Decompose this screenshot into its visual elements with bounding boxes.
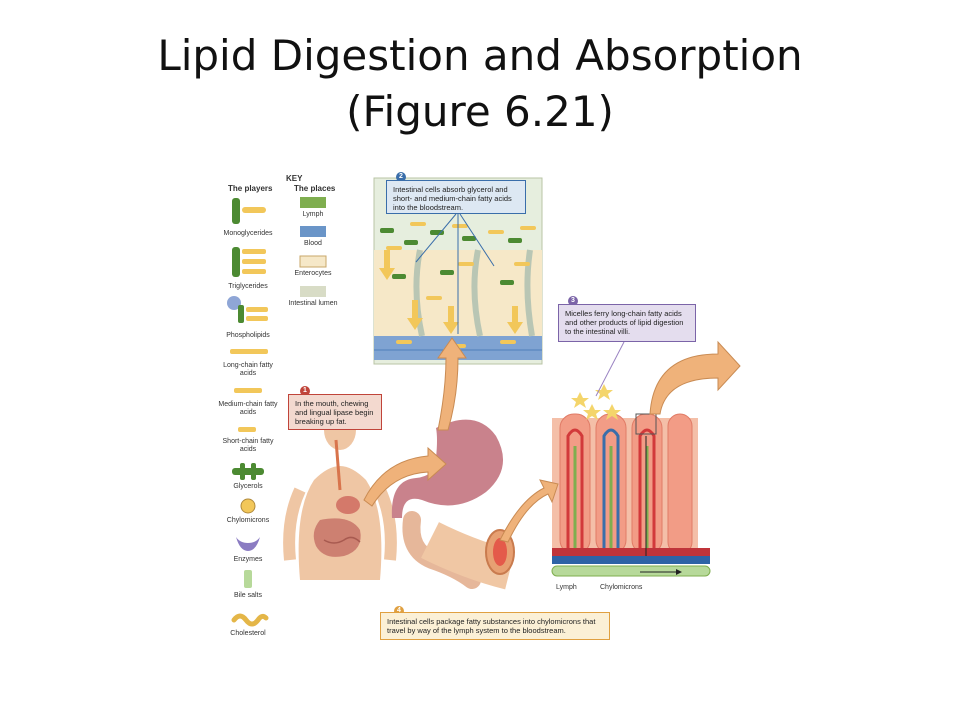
medium-chain-fatty-acid-icon (234, 388, 262, 393)
label-intestinal-lumen: Intestinal lumen (288, 300, 338, 307)
label-lymph: Lymph (302, 211, 324, 218)
step-4-badge: 4 (394, 606, 404, 616)
intestine-cross-section (421, 522, 516, 590)
label-monoglycerides: Monoglycerides (223, 230, 273, 237)
triglyceride-icon (232, 247, 266, 277)
title-line-2: (Figure 6.21) (346, 87, 614, 136)
title-line-1: Lipid Digestion and Absorption (157, 31, 803, 80)
label-bile-salts: Bile salts (233, 592, 262, 599)
label-cholesterol: Cholesterol (230, 630, 266, 637)
blood-swatch (300, 226, 326, 237)
places-header: The places (294, 184, 336, 193)
label-enterocytes: Enterocytes (294, 270, 332, 277)
label-enzymes: Enzymes (233, 556, 263, 563)
step-4-callout: Intestinal cells package fatty substance… (380, 612, 610, 640)
key-icons (227, 197, 327, 627)
label-phospholipids: Phospholipids (226, 332, 270, 339)
intestinal-villi-illustration (551, 341, 711, 577)
label-long-chain: Long-chain fatty acids (223, 362, 273, 377)
lymph-swatch (300, 197, 326, 208)
glycerol-icon (232, 463, 264, 480)
step-1-callout: In the mouth, chewing and lingual lipase… (288, 394, 382, 430)
phospholipid-icon (227, 296, 268, 323)
label-triglycerides: Triglycerides (228, 283, 268, 290)
step-3-badge: 3 (568, 296, 578, 306)
lumen-swatch (300, 286, 326, 297)
players-header: The players (228, 184, 273, 193)
label-glycerols: Glycerols (233, 483, 263, 490)
long-chain-fatty-acid-icon (230, 349, 268, 354)
monoglyceride-icon (232, 198, 266, 224)
villi-chylomicrons-label: Chylomicrons (600, 584, 643, 591)
step-3-callout: Micelles ferry long-chain fatty acids an… (558, 304, 696, 342)
label-medium-chain: Medium-chain fatty acids (218, 401, 278, 416)
slide-title: Lipid Digestion and Absorption (Figure 6… (0, 28, 960, 140)
key-label: KEY (286, 174, 303, 183)
step-2-badge: 2 (396, 172, 406, 182)
step-2-callout: Intestinal cells absorb glycerol and sho… (386, 180, 526, 214)
enterocytes-swatch (299, 255, 327, 268)
villi-lymph-label: Lymph (556, 584, 577, 591)
chylomicron-icon (240, 498, 256, 514)
label-blood: Blood (304, 240, 322, 247)
label-chylomicrons: Chylomicrons (226, 517, 270, 524)
flow-arrows (363, 337, 741, 543)
short-chain-fatty-acid-icon (238, 427, 256, 432)
cholesterol-icon (231, 613, 269, 627)
label-short-chain: Short-chain fatty acids (222, 438, 274, 453)
bile-salt-icon (244, 570, 252, 588)
enzyme-icon (236, 537, 260, 551)
step-1-badge: 1 (300, 386, 310, 396)
